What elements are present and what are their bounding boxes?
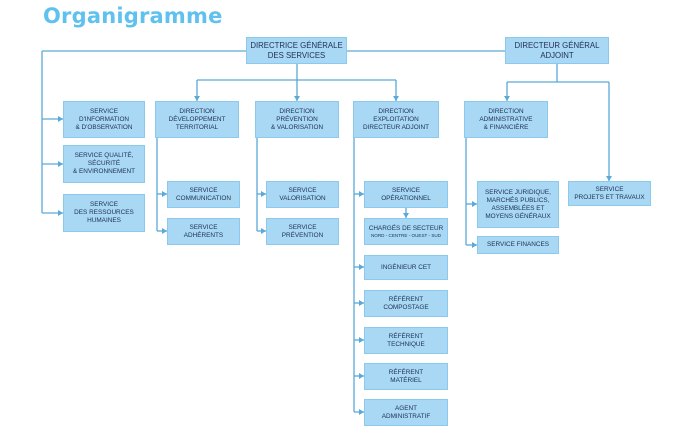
- node-label-line: SERVICE: [595, 185, 624, 193]
- node-label-line: AGENT: [394, 404, 417, 412]
- node-label-line: PROJETS ET TRAVAUX: [574, 193, 645, 201]
- connector-arrow: [162, 191, 167, 197]
- node-label-line: DIRECTION: [279, 107, 315, 115]
- node-label-line: DIRECTEUR GÉNÉRAL: [514, 40, 600, 50]
- node-label-line: DIRECTION: [179, 107, 215, 115]
- node-label-line: DES RESSOURCES: [74, 209, 134, 216]
- node-label-line: SERVICE: [189, 186, 218, 194]
- node-label-line: SERVICE FINANCES: [486, 241, 550, 248]
- node-label-line: COMMUNICATION: [176, 194, 231, 202]
- node-label-line: DÉVELOPPEMENT: [168, 115, 226, 123]
- node-svc-juridique: SERVICE JURIDIQUE,MARCHÉS PUBLICS,ASSEMB…: [477, 181, 559, 228]
- node-label-line: MARCHÉS PUBLICS,: [486, 196, 550, 204]
- node-label-line: & D'OBSERVATION: [75, 123, 133, 131]
- connector-arrow: [472, 201, 477, 207]
- node-label-line: SERVICE JURIDIQUE,: [485, 188, 551, 196]
- node-ingenieur: INGÉNIEUR CET: [364, 255, 448, 280]
- node-label-line: SERVICE: [288, 186, 317, 194]
- connector-arrow: [359, 409, 364, 415]
- node-label-line: PRÉVENTION: [276, 115, 318, 123]
- node-svc-finances: SERVICE FINANCES: [477, 236, 559, 254]
- node-label-line: SERVICE: [189, 223, 218, 231]
- connector-arrow: [359, 191, 364, 197]
- connector-arrow: [393, 96, 399, 101]
- node-label-line: RÉFÉRENT: [388, 295, 424, 303]
- node-label-line: MOYENS GÉNÉRAUX: [485, 212, 551, 220]
- node-label-line: VALORISATION: [279, 194, 326, 202]
- node-svc-qualite: SERVICE QUALITÉ,SÉCURITÉ& ENVIRONNEMENT: [63, 145, 145, 183]
- node-label-line: MATÉRIEL: [390, 376, 422, 384]
- node-label-line: RÉFÉRENT: [388, 332, 424, 340]
- node-label-line: ADJOINT: [540, 50, 574, 60]
- node-label-line: COMPOSTAGE: [383, 303, 429, 311]
- node-label-line: & FINANCIÈRE: [483, 123, 529, 131]
- node-label-line: TERRITORIAL: [175, 123, 219, 131]
- node-label-line: CHARGÉS DE SECTEUR: [368, 224, 444, 232]
- node-label-line: DIRECTION: [378, 107, 414, 115]
- node-label-line: RÉFÉRENT: [388, 368, 424, 376]
- connector-arrow: [359, 337, 364, 343]
- node-label-line: SERVICE QUALITÉ,: [74, 152, 134, 159]
- connector-arrow: [261, 191, 266, 197]
- connector-arrow: [58, 161, 63, 167]
- connector-arrow: [606, 176, 612, 181]
- node-label-line: DIRECTION: [488, 107, 524, 115]
- connector-arrow: [261, 228, 266, 234]
- connector-arrow: [359, 300, 364, 306]
- node-label-line: DIRECTRICE GÉNÉRALE: [250, 40, 343, 50]
- connector-arrow: [162, 228, 167, 234]
- node-label-line: HUMAINES: [87, 217, 121, 224]
- page-title: Organigramme: [43, 4, 223, 28]
- connector-arrow: [359, 373, 364, 379]
- node-label-line: PRÉVENTION: [281, 231, 324, 239]
- connector-arrow: [359, 264, 364, 270]
- node-label-line: DES SERVICES: [267, 50, 326, 60]
- connector-arrow: [403, 213, 409, 218]
- connector-arrow: [504, 96, 510, 101]
- connector-arrow: [194, 96, 200, 101]
- connector-arrow: [294, 96, 300, 101]
- node-label-line: ADMINISTRATIF: [381, 412, 431, 420]
- node-sublabel: NORD - CENTRE - OUEST - SUD: [370, 232, 442, 238]
- node-label-line: SÉCURITÉ: [87, 160, 121, 167]
- node-label-line: & VALORISATION: [270, 123, 324, 131]
- node-label-line: & ENVIRONNEMENT: [72, 168, 136, 175]
- node-label-line: OPÉRATIONNEL: [381, 194, 431, 202]
- connector-arrow: [472, 242, 477, 248]
- node-label-line: ADHÉRENTS: [183, 231, 224, 239]
- node-label-line: ADMINISTRATIVE: [479, 115, 533, 123]
- node-label-line: SERVICE: [90, 107, 118, 115]
- node-label-line: TECHNIQUE: [387, 340, 425, 348]
- node-label-line: DIRECTEUR ADJOINT: [362, 123, 430, 131]
- node-label-line: ASSEMBLÉES ET: [491, 204, 545, 212]
- node-label-line: SERVICE: [288, 223, 317, 231]
- node-label-line: SERVICE: [90, 201, 118, 208]
- connector-arrow: [58, 116, 63, 122]
- node-label-line: EXPLOITATION: [373, 115, 419, 123]
- node-label-line: INGÉNIEUR CET: [380, 263, 432, 271]
- node-label-line: D'INFORMATION: [78, 115, 130, 123]
- node-label-line: SERVICE: [392, 186, 420, 194]
- connector-arrow: [58, 210, 63, 216]
